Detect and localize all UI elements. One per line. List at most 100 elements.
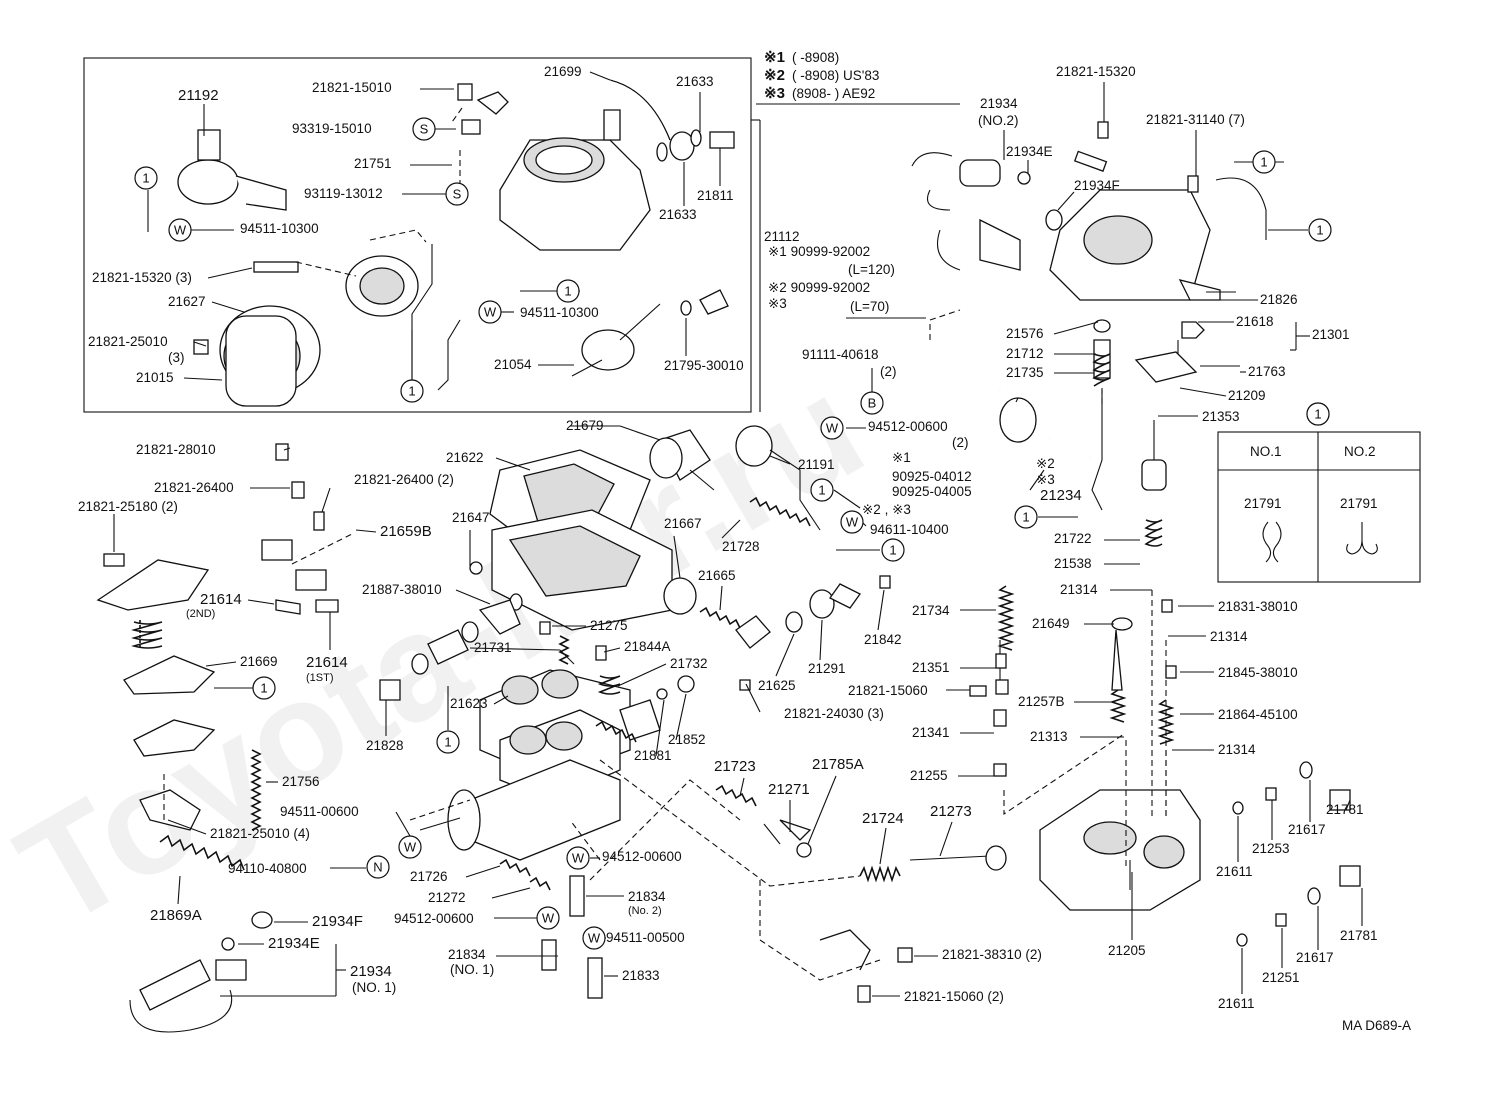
part-label: 21313	[1030, 729, 1068, 744]
part-label: ※2 , ※3	[862, 502, 911, 517]
part-label: 94512-00600	[868, 419, 948, 434]
svg-text:W: W	[846, 515, 859, 530]
part-label: 21617	[1288, 822, 1326, 837]
part-label: 21821-15320 (3)	[92, 270, 192, 285]
part-label: 21731	[474, 640, 512, 655]
part-label: 21112	[764, 229, 800, 244]
part-label: 21351	[912, 660, 950, 675]
part-label: 21821-15060 (2)	[904, 989, 1004, 1004]
part-label: 21934F	[1074, 178, 1120, 193]
spring-21756	[250, 749, 262, 831]
marker-s: S	[445, 182, 469, 206]
svg-text:1: 1	[1316, 223, 1323, 238]
svg-text:1: 1	[889, 543, 896, 558]
part-label: 21934F	[312, 913, 363, 930]
svg-text:1: 1	[444, 735, 451, 750]
part-label: ※3	[768, 296, 787, 311]
part-label: (NO. 1)	[352, 980, 396, 995]
part-label: 21821-24030 (3)	[784, 706, 884, 721]
spring-21614	[131, 621, 163, 649]
part-label: 90925-04012	[892, 469, 972, 484]
part-label: (2)	[880, 364, 897, 379]
marker-1: 1	[134, 166, 158, 190]
part-label: 21291	[808, 661, 846, 676]
clip-no1-icon	[1262, 521, 1282, 563]
svg-text:1: 1	[818, 483, 825, 498]
marker-1: 1	[1252, 150, 1276, 174]
part-label: 21538	[1054, 556, 1092, 571]
svg-text:W: W	[572, 851, 585, 866]
svg-text:S: S	[420, 122, 429, 137]
part-label: 21617	[1296, 950, 1334, 965]
marker-b: B	[860, 391, 884, 415]
part-label: 21669	[240, 654, 278, 669]
leader-lines	[113, 71, 1363, 997]
marker-1: 1	[881, 538, 905, 562]
part-label: 21781	[1326, 802, 1364, 817]
part-label: 21614	[306, 654, 348, 671]
part-label: 21625	[758, 678, 796, 693]
part-label: 21934E	[268, 935, 320, 952]
spring-21735	[1092, 353, 1111, 387]
part-label: 21191	[798, 457, 835, 472]
marker-w: W	[582, 926, 606, 950]
part-label: 21751	[354, 156, 392, 171]
svg-text:B: B	[868, 396, 877, 411]
svg-text:W: W	[542, 911, 555, 926]
legend-1-mark: ※1	[764, 49, 785, 66]
part-label: 21209	[1228, 388, 1266, 403]
part-label: 21821-25010 (4)	[210, 826, 310, 841]
part-label: 21724	[862, 810, 904, 827]
part-label: 21831-38010	[1218, 599, 1298, 614]
part-label: 93319-15010	[292, 121, 372, 136]
dashed-lines	[163, 107, 1167, 981]
part-label: 94511-00600	[280, 804, 359, 819]
part-label: 94512-00600	[602, 849, 682, 864]
part-label: 21756	[282, 774, 320, 789]
part-label: 94512-00600	[394, 911, 474, 926]
svg-text:W: W	[484, 305, 497, 320]
part-label: 21314	[1218, 742, 1256, 757]
part-label: 21845-38010	[1218, 665, 1298, 680]
svg-text:S: S	[453, 187, 462, 202]
part-label: 94511-10300	[520, 305, 599, 320]
diaphragm-cover-21669	[96, 559, 210, 611]
spring-21257B	[1109, 689, 1127, 723]
part-label: 21255	[910, 768, 948, 783]
marker-1: 1	[556, 279, 580, 303]
part-label: 90925-04005	[892, 484, 972, 499]
part-label: 21665	[698, 568, 736, 583]
legend-2-text: ( -8908) US'83	[792, 68, 879, 83]
solenoid-21054	[581, 329, 635, 371]
part-label: 21679	[566, 418, 604, 433]
svg-text:1: 1	[564, 284, 571, 299]
part-label: 21795-30010	[664, 358, 744, 373]
part-label: 21723	[714, 758, 756, 775]
part-label: 21192	[178, 87, 219, 104]
note-part2: 21791	[1340, 496, 1378, 511]
solenoid-21934	[139, 959, 211, 1011]
part-label: 21821-15320	[1056, 64, 1136, 79]
diagram-code: MA D689-A	[1342, 1018, 1411, 1033]
legend-3-text: (8908- ) AE92	[792, 86, 875, 101]
spring-21734	[997, 585, 1015, 651]
vacuum-21191	[735, 425, 773, 467]
part-label: 21821-28010	[136, 442, 216, 457]
svg-text:W: W	[826, 421, 839, 436]
part-label: (L=120)	[848, 262, 895, 277]
part-label: 21785A	[812, 756, 864, 773]
legend: ※1 ( -8908) ※2 ( -8908) US'83 ※3 (8908- …	[764, 49, 879, 102]
part-label: 21811	[697, 188, 734, 203]
part-label: (3)	[168, 350, 185, 365]
spring-21724	[859, 865, 901, 883]
part-label: 21618	[1236, 314, 1274, 329]
part-label: (2)	[952, 435, 969, 450]
part-label: 21844A	[624, 639, 671, 654]
marker-1: 1	[400, 379, 424, 403]
diaphragm-21192	[177, 159, 239, 205]
part-label: 21614	[200, 591, 242, 608]
part-label: 21576	[1006, 326, 1044, 341]
throttle-body	[469, 759, 621, 861]
